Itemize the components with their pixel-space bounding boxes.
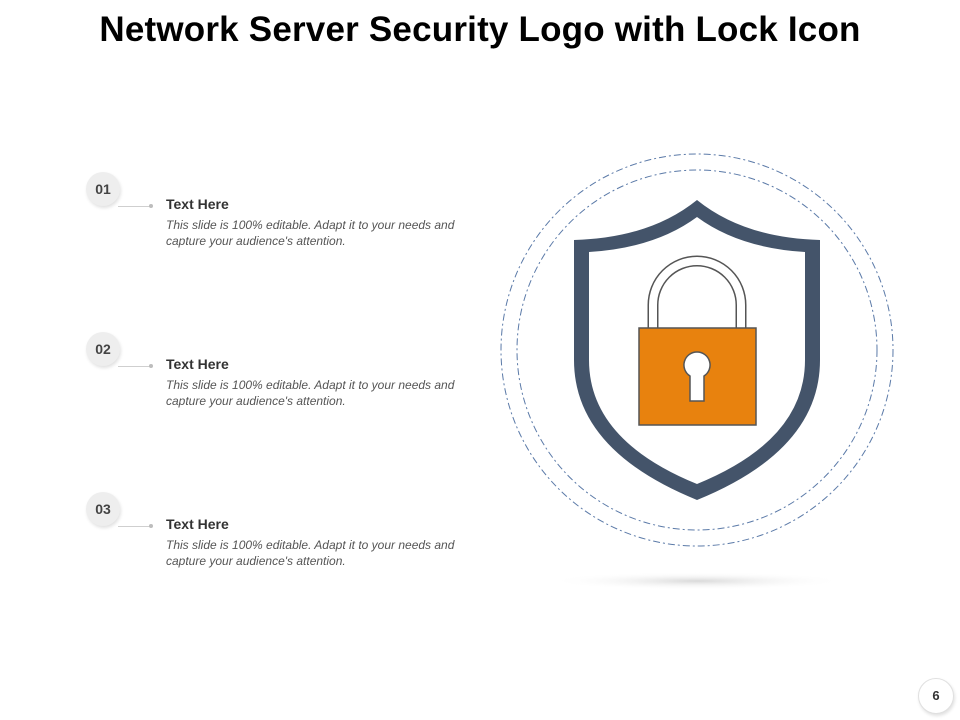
connector-line	[118, 206, 150, 207]
security-graphic	[500, 153, 894, 590]
step-number-badge: 01	[86, 172, 120, 206]
item-heading: Text Here	[166, 356, 229, 372]
step-number-badge: 02	[86, 332, 120, 366]
connector-dot	[149, 524, 153, 528]
connector-dot	[149, 204, 153, 208]
item-description: This slide is 100% editable. Adapt it to…	[166, 378, 455, 408]
item-heading: Text Here	[166, 516, 229, 532]
padlock-icon	[638, 255, 757, 426]
connector-line	[118, 526, 150, 527]
item-description: This slide is 100% editable. Adapt it to…	[166, 218, 455, 248]
inner-ring	[516, 169, 878, 531]
page-number: 6	[918, 678, 954, 714]
connector-dot	[149, 364, 153, 368]
step-number-badge: 03	[86, 492, 120, 526]
outer-ring	[500, 153, 894, 547]
ground-shadow	[549, 572, 845, 590]
keyhole	[683, 351, 711, 402]
item-heading: Text Here	[166, 196, 229, 212]
item-description: This slide is 100% editable. Adapt it to…	[166, 538, 455, 568]
connector-line	[118, 366, 150, 367]
slide-title: Network Server Security Logo with Lock I…	[99, 10, 861, 49]
